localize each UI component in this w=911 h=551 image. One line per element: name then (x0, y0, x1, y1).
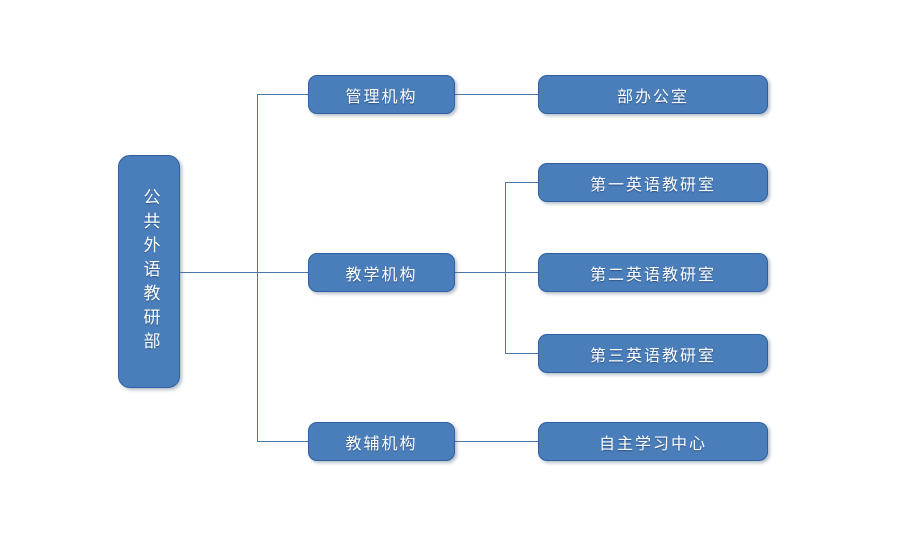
node-branch-teaching-label: 教学机构 (345, 264, 418, 284)
node-english-office-1-label: 第一英语教研室 (589, 174, 716, 194)
node-root[interactable]: 公共外语教研部 (118, 155, 180, 388)
connector-branch-2-to-child-1 (505, 182, 538, 183)
connector-branch-2-to-child-3 (505, 353, 538, 354)
node-root-label: 公共外语教研部 (139, 187, 160, 356)
connector-trunk-to-branch-1 (257, 94, 308, 95)
node-english-office-3-label: 第三英语教研室 (589, 345, 716, 365)
connector-trunk-to-branch-3 (257, 441, 308, 442)
node-branch-teaching-support[interactable]: 教辅机构 (308, 422, 455, 461)
node-self-access-learning-center[interactable]: 自主学习中心 (538, 422, 768, 461)
node-branch-management-label: 管理机构 (345, 86, 418, 106)
node-branch-management[interactable]: 管理机构 (308, 75, 455, 114)
connector-trunk-to-branch-2 (257, 272, 308, 273)
node-self-access-learning-center-label: 自主学习中心 (598, 433, 707, 453)
node-branch-teaching[interactable]: 教学机构 (308, 253, 455, 292)
connector-branch-2-to-child-2 (505, 272, 538, 273)
connector-branch-2-trunk (505, 182, 506, 353)
node-department-office-label: 部办公室 (616, 86, 689, 106)
node-branch-teaching-support-label: 教辅机构 (345, 433, 418, 453)
connector-branch-2-stem (455, 272, 505, 273)
node-english-office-2[interactable]: 第二英语教研室 (538, 253, 768, 292)
node-english-office-1[interactable]: 第一英语教研室 (538, 163, 768, 202)
connector-branch-3-to-child (455, 441, 538, 442)
connector-branch-1-to-child (455, 94, 538, 95)
node-department-office[interactable]: 部办公室 (538, 75, 768, 114)
connector-main-trunk (257, 94, 258, 441)
connector-root-stem (180, 272, 257, 273)
node-english-office-2-label: 第二英语教研室 (589, 264, 716, 284)
node-english-office-3[interactable]: 第三英语教研室 (538, 334, 768, 373)
